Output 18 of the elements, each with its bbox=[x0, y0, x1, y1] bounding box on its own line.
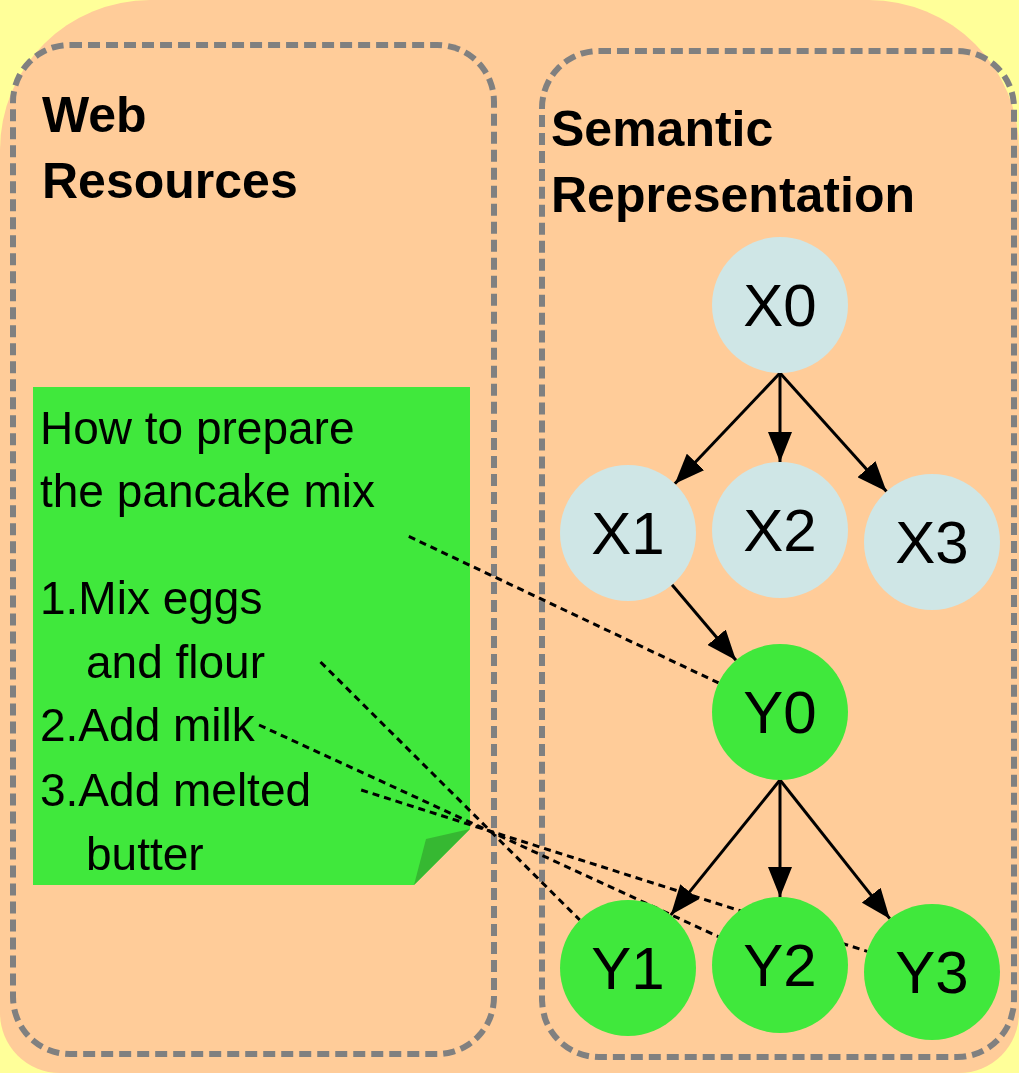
list-item: 2.Add milk bbox=[40, 693, 255, 757]
group-panel bbox=[10, 42, 497, 1057]
leader-line bbox=[408, 535, 720, 685]
leader-line bbox=[258, 723, 719, 938]
panel-heading: Web Resources bbox=[42, 86, 299, 211]
arrow bbox=[778, 372, 888, 493]
list-item: 1.Mix eggs and flour bbox=[40, 566, 315, 694]
arrow bbox=[669, 779, 782, 917]
arrow bbox=[768, 373, 792, 462]
panel-heading: Semantic Representation bbox=[551, 100, 916, 225]
leader-line bbox=[319, 660, 581, 922]
note-title: How to prepare the pancake mix bbox=[40, 401, 376, 519]
arrow bbox=[670, 583, 738, 662]
arrow bbox=[673, 371, 782, 485]
group-panel bbox=[539, 48, 1017, 1060]
list-item: 3.Add melted butter bbox=[40, 758, 358, 886]
arrow bbox=[778, 779, 891, 920]
arrow bbox=[768, 780, 792, 897]
